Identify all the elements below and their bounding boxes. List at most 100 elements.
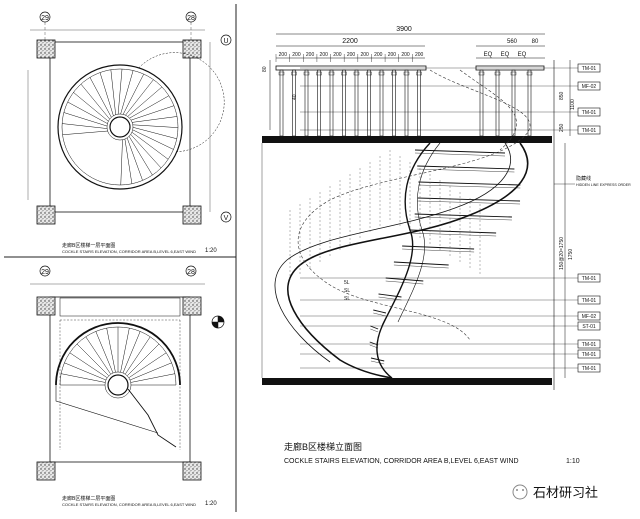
stair-tread xyxy=(370,325,379,330)
dim-eq: EQ xyxy=(518,52,527,58)
column-block xyxy=(36,205,56,225)
baluster xyxy=(417,69,421,137)
baluster xyxy=(527,69,532,137)
grid-label: U xyxy=(223,38,228,45)
material-tags: TM-01MF-02TM-01TM-01TM-01TM-01MF-02ST-01… xyxy=(300,63,601,373)
baluster xyxy=(317,69,321,137)
stair-tread-line xyxy=(89,77,112,118)
stair-tread xyxy=(385,277,424,282)
stair-riser xyxy=(378,296,402,301)
stair-tread-line xyxy=(127,343,160,376)
stair-tread-line xyxy=(128,352,167,378)
stair-tread-line xyxy=(125,336,151,375)
tag-box xyxy=(577,107,601,117)
stair-center-ring xyxy=(106,113,134,141)
tag-box xyxy=(577,363,601,373)
dim-eq: EQ xyxy=(484,52,493,58)
baluster-cap xyxy=(353,71,360,76)
lower-floor-slab xyxy=(262,378,552,385)
stair-label: SL xyxy=(344,296,350,302)
wechat-icon xyxy=(512,484,528,500)
upper-floor-slab xyxy=(262,136,552,143)
baluster-dim-label: 200 xyxy=(360,52,369,58)
baluster-dim-label: 200 xyxy=(279,52,288,58)
baluster-dim-label: 200 xyxy=(320,52,329,58)
stair-tread-line xyxy=(120,139,123,186)
plan-caption-cn: 走廊B区楼梯一层平面图 xyxy=(62,242,115,249)
plan-scale: 1:20 xyxy=(205,501,217,507)
stair-tread-line xyxy=(130,373,175,383)
stair-tread-line xyxy=(69,352,108,378)
stair-riser xyxy=(369,344,379,349)
stair-tread xyxy=(378,293,402,298)
baluster-cap xyxy=(391,71,397,76)
dim-total: 3900 xyxy=(396,26,412,33)
stair-outer-edge xyxy=(55,322,181,386)
stair-tread-line xyxy=(129,95,169,119)
baluster-cap xyxy=(278,71,285,76)
baluster-dim-label: 200 xyxy=(306,52,315,58)
tag-box xyxy=(577,349,601,359)
baluster-cap xyxy=(303,71,310,76)
tag-box xyxy=(577,311,601,321)
stair-tread-line xyxy=(110,69,116,115)
note-cn: 隐藏线 xyxy=(576,175,591,182)
stair-tread-line xyxy=(122,73,144,115)
elevation-caption-cn: 走廊B区楼梯立面图 xyxy=(284,441,362,452)
stair-tread-line xyxy=(126,137,143,181)
stair-tread-line xyxy=(61,373,106,383)
stair-tread xyxy=(373,309,387,314)
note-en: HIDDEN LINE EXPRESS ORDER xyxy=(576,183,631,187)
stair-tread-line xyxy=(85,336,111,375)
grid-bubble xyxy=(39,265,51,277)
stair-treads xyxy=(369,149,521,365)
grid-bubble xyxy=(220,211,232,223)
baluster-dim-label: 200 xyxy=(333,52,342,58)
dim-span: 2200 xyxy=(342,38,358,45)
baluster-cap xyxy=(366,71,372,76)
tag-box xyxy=(577,295,601,305)
stair-tread-line xyxy=(132,127,177,140)
plan-caption-en: COCKLE STAIRS ELEVATION, CORRIDOR AREA B… xyxy=(62,502,196,507)
stair-tread xyxy=(414,149,506,154)
baluster-dim-label: 200 xyxy=(415,52,424,58)
stair-tread-line xyxy=(127,86,163,117)
baluster xyxy=(279,69,284,137)
baluster-cap xyxy=(378,71,385,76)
watermark-text: 石材研习社 xyxy=(533,485,598,500)
dim-side-right: 1100 xyxy=(570,99,576,110)
plan-caption-en: COCKLE STAIRS ELEVATION, CORRIDOR AREA B… xyxy=(62,249,196,254)
dim-side-right: 150@20=1750 xyxy=(559,237,565,270)
stair-tread-line xyxy=(132,116,178,123)
spiral-stair-plan-lower xyxy=(55,322,181,448)
elevation-caption-en: COCKLE STAIRS ELEVATION, CORRIDOR AREA B… xyxy=(284,458,519,465)
tag-box xyxy=(577,339,601,349)
tag-box xyxy=(577,81,601,91)
stair-riser xyxy=(414,216,512,221)
stair-tread-line xyxy=(64,362,107,381)
stair-riser xyxy=(414,152,506,157)
baluster-dim-label: 200 xyxy=(292,52,301,58)
stair-riser xyxy=(417,200,521,205)
stair-tread xyxy=(418,181,521,186)
tag-label: TM-01 xyxy=(582,342,597,348)
stair-center-ring xyxy=(104,371,132,399)
grid-label: 29 xyxy=(41,269,49,276)
grid-label: 28 xyxy=(187,269,195,276)
stair-tread-line xyxy=(63,112,108,127)
stair-label: 5L xyxy=(344,280,350,286)
bottom-plan-view: 29 28 走廊B区楼梯二层平面图 COCKLE STAIRS ELEVATIO… xyxy=(30,265,225,507)
tag-label: TM-01 xyxy=(582,298,597,304)
baluster xyxy=(329,69,334,137)
tag-label: TM-01 xyxy=(582,352,597,358)
grid-label: 28 xyxy=(187,15,195,22)
stair-riser xyxy=(409,232,497,237)
baluster-dim-label: 200 xyxy=(347,52,356,58)
stair-tread-line xyxy=(125,79,154,116)
grid-label: V xyxy=(224,215,229,222)
stair-riser xyxy=(393,264,449,269)
stair-tread-line xyxy=(129,362,172,381)
stair-tread-line xyxy=(130,105,175,121)
stair-tread xyxy=(393,261,449,266)
